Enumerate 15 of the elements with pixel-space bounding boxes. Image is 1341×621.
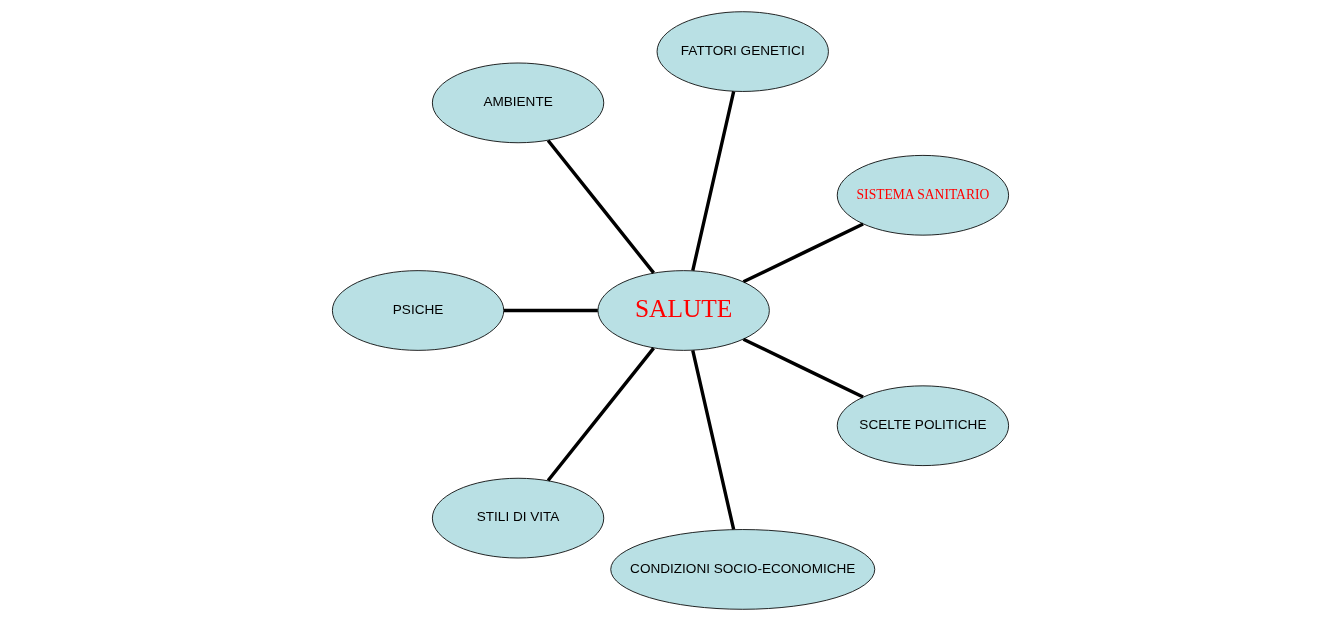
node-ellipse: STILI DI VITA [431, 477, 605, 559]
connector [691, 90, 736, 271]
node-ellipse: CONDIZIONI SOCIO-ECONOMICHE [610, 529, 876, 610]
connector [691, 350, 736, 530]
connector [503, 308, 598, 313]
connector [742, 337, 864, 399]
node-ellipse: FATTORI GENETICI [656, 11, 829, 92]
node-ellipse: SISTEMA SANITARIO [836, 154, 1010, 236]
node-ellipse: AMBIENTE [431, 62, 605, 144]
node-ellipse: SCELTE POLITICHE [836, 385, 1010, 467]
node-ellipse: SALUTE [597, 270, 770, 351]
node-ellipse: PSICHE [331, 270, 505, 351]
connector [546, 139, 655, 274]
connector [742, 222, 864, 284]
connector [546, 347, 655, 482]
